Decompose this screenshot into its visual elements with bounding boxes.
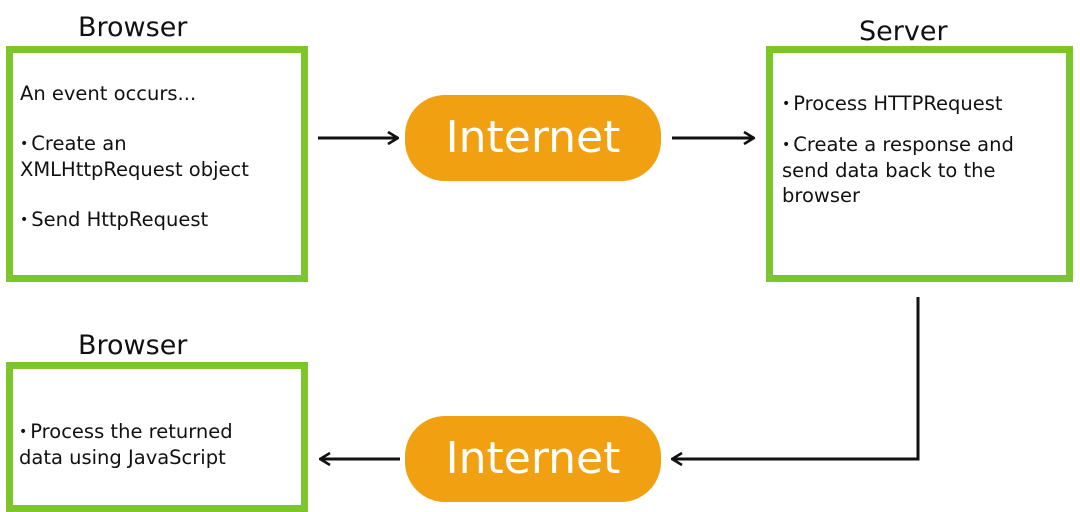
arrow-server-to-internet [672, 297, 920, 459]
internet-top-pill: Internet [405, 95, 661, 181]
bottom-browser-heading: Browser [78, 330, 188, 361]
internet-bottom-label: Internet [445, 433, 621, 484]
bullet-create-request: •Create an XMLHttpRequest object [20, 132, 249, 181]
bullet-marker: • [20, 136, 29, 152]
bottom-browser-box: •Process the returned data using JavaScr… [6, 362, 308, 512]
bullet-marker: • [782, 137, 791, 153]
bullet-create-response: •Create a response and send data back to… [782, 133, 1014, 207]
bullet-process-request: •Process HTTPRequest [782, 92, 1003, 115]
internet-top-label: Internet [445, 112, 621, 163]
bottom-browser-text: •Process the returned data using JavaScr… [19, 419, 307, 470]
bullet-send-request: •Send HttpRequest [20, 208, 209, 231]
bullet-marker: • [782, 96, 791, 112]
top-browser-box: An event occurs... •Create an XMLHttpReq… [6, 46, 308, 282]
server-heading: Server [859, 16, 948, 47]
server-text: •Process HTTPRequest •Create a response … [782, 91, 1072, 208]
server-box: •Process HTTPRequest •Create a response … [766, 46, 1073, 282]
internet-bottom-pill: Internet [405, 416, 661, 502]
bullet-marker: • [19, 424, 28, 440]
top-browser-text: An event occurs... •Create an XMLHttpReq… [20, 81, 305, 233]
connectors [318, 0, 920, 492]
bullet-marker: • [20, 212, 29, 228]
top-browser-heading: Browser [78, 12, 188, 43]
event-text: An event occurs... [20, 82, 197, 105]
bullet-process-returned: •Process the returned data using JavaScr… [19, 420, 233, 469]
